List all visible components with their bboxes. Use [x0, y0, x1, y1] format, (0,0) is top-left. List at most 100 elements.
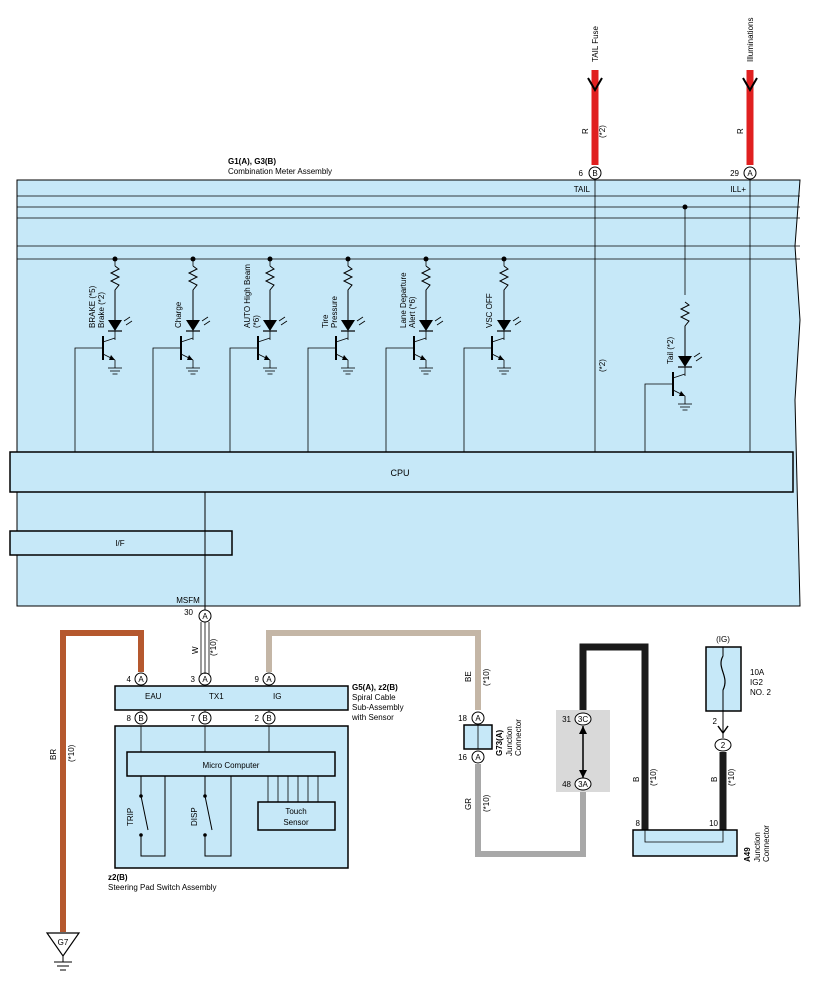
- indicator-label: Lane Departure: [399, 272, 408, 328]
- cpu-label: CPU: [390, 468, 409, 478]
- resistor: [109, 265, 121, 320]
- led-icon: [419, 320, 433, 331]
- spiral-bottom-conn: B: [202, 714, 207, 723]
- meter-code: G1(A), G3(B): [228, 157, 276, 166]
- be-wire: [266, 630, 481, 710]
- ill-pin-number: 29: [730, 169, 739, 178]
- indicator-label: BRAKE (*5): [88, 285, 97, 328]
- indicator-circuit: Tail (*2): [644, 301, 703, 452]
- shaded-bottom-pin: 48: [562, 780, 571, 789]
- spiral-bottom-pin: 2: [255, 714, 260, 723]
- indicator-label-2: Brake (*2): [97, 292, 106, 328]
- indicator-label: AUTO High Beam: [243, 264, 252, 328]
- spiral-name-1: Spiral Cable: [352, 693, 396, 702]
- indicator-label-2: Pressure: [330, 295, 339, 328]
- steering-name: Steering Pad Switch Assembly: [108, 883, 217, 892]
- b2-wire-color: B: [710, 777, 719, 782]
- a49-connector: [632, 829, 738, 857]
- fuse-name-2: NO. 2: [750, 688, 771, 697]
- indicator-circuit: BRAKE (*5)Brake (*2): [74, 256, 133, 452]
- g73-top-pin: 18: [458, 714, 467, 723]
- gr-wire: [475, 764, 586, 857]
- spiral-top-conn: A: [138, 675, 144, 684]
- if-block: [9, 530, 233, 556]
- resistor: [187, 265, 199, 320]
- gr-wire-color: GR: [464, 798, 473, 810]
- spiral-top-conn: A: [202, 675, 208, 684]
- br-wire-note: (*10): [67, 744, 76, 762]
- led-icon: [263, 320, 277, 331]
- indicator-label: VSC OFF: [485, 293, 494, 328]
- cpu-block: [9, 451, 794, 493]
- spiral-name-2: Sub-Assembly: [352, 703, 404, 712]
- be-wire-note: (*10): [482, 668, 491, 686]
- trip-switch: [140, 776, 166, 857]
- a49-name-2: Connector: [762, 825, 771, 862]
- spiral-top-pin: 4: [127, 675, 132, 684]
- g73-bottom-conn: A: [475, 753, 481, 762]
- micro-computer-label: Micro Computer: [203, 761, 260, 770]
- combination-meter-panel: [16, 179, 801, 607]
- touch-sensor-label-2: Sensor: [283, 818, 309, 827]
- tail-wire-color: R: [581, 128, 590, 134]
- tail-connector-letter: B: [592, 169, 597, 178]
- indicator-label-2: (*6): [252, 315, 261, 328]
- ill-wire-color: R: [736, 128, 745, 134]
- trip-label: TRIP: [126, 808, 135, 826]
- fuse-connector: 2: [721, 741, 726, 750]
- steering-code: z2(B): [108, 873, 128, 882]
- indicator-label: Charge: [174, 301, 183, 328]
- disp-label: DISP: [190, 807, 199, 826]
- br-wire: [60, 630, 144, 932]
- tail-pin-number: 6: [579, 169, 584, 178]
- ig-label: (IG): [716, 635, 730, 644]
- spiral-top-conn: A: [266, 675, 272, 684]
- spiral-bottom-conn: B: [138, 714, 143, 723]
- spiral-bottom-pin: 8: [127, 714, 132, 723]
- spiral-cable-upper: [114, 685, 349, 711]
- a49-name-1: Junction: [753, 832, 762, 862]
- spiral-terminal: IG: [273, 692, 281, 701]
- meter-name: Combination Meter Assembly: [228, 167, 332, 176]
- resistor: [498, 265, 510, 320]
- resistor: [264, 265, 276, 320]
- spiral-name-3: with Sensor: [351, 713, 394, 722]
- indicator-circuit: AUTO High Beam(*6): [229, 256, 288, 452]
- disp-switch: [204, 776, 232, 857]
- gr-wire-note: (*10): [482, 794, 491, 812]
- a49-pin-right: 10: [709, 819, 718, 828]
- be-wire-color: BE: [464, 671, 473, 682]
- br-wire-color: BR: [49, 749, 58, 760]
- ground-code: G7: [58, 938, 69, 947]
- indicator-circuit: VSC OFF: [463, 256, 522, 452]
- fuse-rating: 10A: [750, 668, 765, 677]
- b1-wire-note: (*10): [649, 768, 658, 786]
- led-icon: [497, 320, 511, 331]
- shaded-bottom-conn: 3A: [578, 780, 588, 789]
- spiral-terminal: EAU: [145, 692, 162, 701]
- b2-wire-note: (*10): [727, 768, 736, 786]
- tail-wire-note: (*2): [598, 125, 607, 138]
- led-icon: [678, 356, 692, 367]
- g73-code: G73(A): [495, 729, 504, 756]
- spiral-bottom-conn: B: [266, 714, 271, 723]
- fuse-pin: 2: [713, 717, 718, 726]
- ill-connector-letter: A: [747, 169, 753, 178]
- resistor: [342, 265, 354, 320]
- resistor: [679, 301, 691, 356]
- shaded-top-conn: 3C: [578, 715, 588, 724]
- indicator-circuits: BRAKE (*5)Brake (*2) Charge AUTO High Beam…: [74, 256, 703, 452]
- led-icon: [186, 320, 200, 331]
- indicator-label: Tail (*2): [666, 337, 675, 364]
- fuse-name-1: IG2: [750, 678, 763, 687]
- ill-terminal: ILL+: [730, 185, 746, 194]
- indicator-label-2: Alert (*6): [408, 296, 417, 328]
- spiral-top-pin: 3: [191, 675, 196, 684]
- indicator-circuit: Charge: [152, 256, 211, 452]
- w-wire-note: (*10): [209, 638, 218, 656]
